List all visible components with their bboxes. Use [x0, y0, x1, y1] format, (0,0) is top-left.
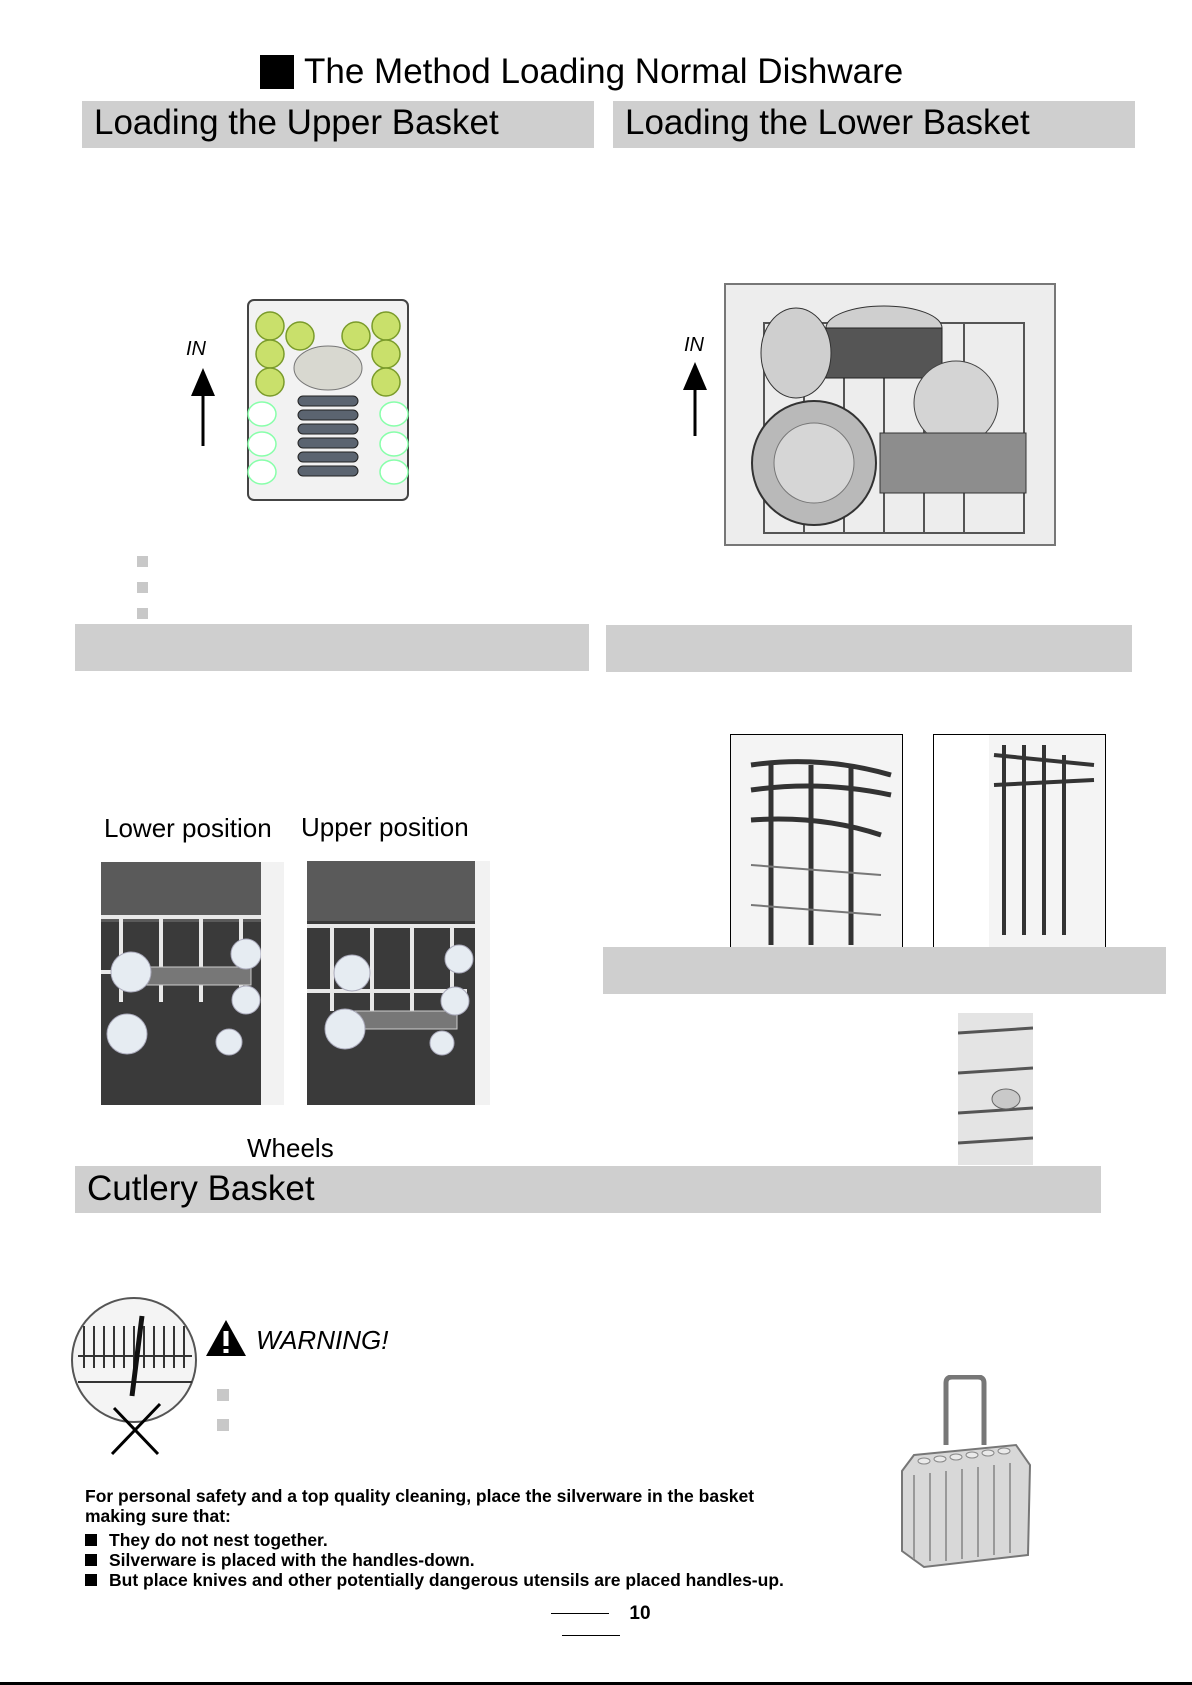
lower-position-photo: [101, 862, 284, 1105]
bullet-icon: [85, 1574, 97, 1586]
warning-label: WARNING!: [256, 1325, 389, 1355]
bullet-icon: [85, 1534, 97, 1546]
lower-basket-header: Loading the Lower Basket: [613, 101, 1135, 148]
upper-basket-adjust-band: [75, 624, 589, 671]
list-item: Silverware is placed with the handles-do…: [85, 1550, 475, 1570]
cutlery-basket-illustration: [901, 1375, 1032, 1569]
list-item: But place knives and other potentially d…: [85, 1570, 784, 1590]
warning-icon: [206, 1320, 246, 1356]
cutlery-basket-heading: Cutlery Basket: [87, 1169, 315, 1208]
in-label-upper-text: IN: [186, 338, 206, 360]
list-item: They do not nest together.: [85, 1530, 328, 1550]
in-label-lower: IN: [684, 334, 704, 356]
bullet-icon: [137, 608, 148, 619]
bullet-icon: [137, 582, 148, 593]
rack-handle-photo: [958, 1013, 1033, 1165]
page-number: 10: [498, 1603, 684, 1647]
lower-basket-folding-band: [606, 625, 1132, 672]
cutlery-intro-line2: making sure that:: [85, 1506, 231, 1526]
page-rule-right: [562, 1635, 620, 1637]
bottom-rule: [0, 1682, 1192, 1685]
lower-basket-illustration: [724, 283, 1056, 546]
bullet-icon: [85, 1554, 97, 1566]
rack-unfolded-photo: [933, 734, 1106, 948]
rack-band: [603, 947, 1166, 994]
title-square-icon: [260, 55, 294, 89]
rack-folded-photo: [730, 734, 903, 948]
bullet-icon: [137, 556, 148, 567]
cutlery-basket-header: Cutlery Basket: [75, 1166, 1101, 1213]
lower-basket-heading: Loading the Lower Basket: [625, 103, 1030, 142]
bullet-icon: [217, 1419, 229, 1431]
lower-position-label: Lower position: [104, 813, 272, 843]
upper-basket-heading: Loading the Upper Basket: [94, 103, 499, 142]
page-title: The Method Loading Normal Dishware: [260, 52, 903, 92]
upper-basket-header: Loading the Upper Basket: [82, 101, 594, 148]
page-rule-left: [551, 1613, 610, 1615]
wheels-label: Wheels: [247, 1133, 334, 1163]
cutlery-warning-illustration: [71, 1297, 197, 1456]
upper-position-photo: [307, 861, 490, 1105]
in-arrow-lower-icon: [683, 362, 707, 436]
in-arrow-upper-icon: [191, 368, 215, 446]
bullet-icon: [217, 1389, 229, 1401]
upper-basket-illustration: [247, 299, 409, 501]
upper-position-label: Upper position: [301, 812, 469, 842]
cutlery-intro-line1: For personal safety and a top quality cl…: [85, 1486, 755, 1506]
